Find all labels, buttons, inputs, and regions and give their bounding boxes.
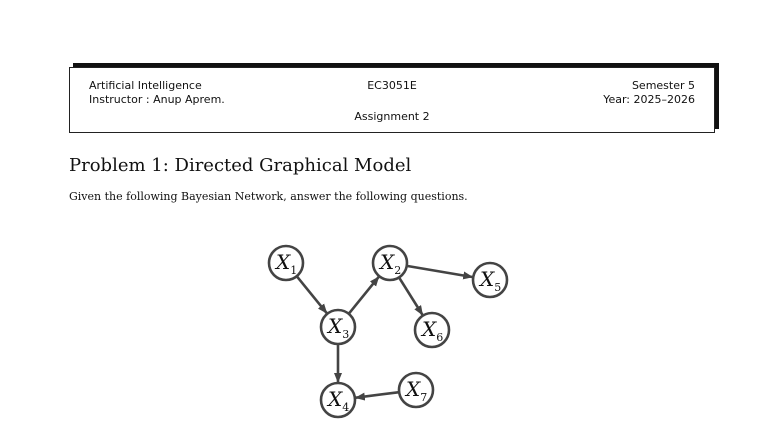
course-title: Artificial Intelligence — [89, 79, 202, 92]
year: Year: 2025–2026 — [603, 93, 695, 106]
node-x4: X4 — [319, 381, 357, 419]
node-x7: X7 — [397, 371, 435, 409]
edge-x2-x5 — [406, 264, 474, 280]
node-label: X2 — [378, 250, 401, 277]
node-label: X5 — [478, 267, 501, 294]
problem-text: Given the following Bayesian Network, an… — [69, 190, 468, 203]
node-x3: X3 — [319, 308, 357, 346]
node-label: X1 — [274, 250, 297, 277]
assignment-title: Assignment 2 — [354, 110, 430, 123]
header-left: Artificial Intelligence Instructor : Anu… — [89, 79, 225, 107]
node-x2: X2 — [371, 244, 409, 282]
edge-x1-x3 — [295, 275, 328, 314]
edges-group — [295, 264, 474, 401]
node-circle — [371, 244, 409, 282]
edge-x2-x6 — [397, 276, 424, 316]
node-x6: X6 — [413, 311, 451, 349]
node-circle — [471, 261, 509, 299]
instructor: Instructor : Anup Aprem. — [89, 93, 225, 106]
node-circle — [319, 381, 357, 419]
node-x5: X5 — [471, 261, 509, 299]
node-label: X7 — [404, 377, 427, 404]
semester: Semester 5 — [631, 79, 695, 92]
node-label: X3 — [326, 314, 349, 341]
node-circle — [413, 311, 451, 349]
node-circle — [319, 308, 357, 346]
node-circle — [397, 371, 435, 409]
node-circle — [267, 244, 305, 282]
problem-title: Problem 1: Directed Graphical Model — [69, 155, 412, 176]
edge-x7-x4 — [354, 390, 400, 401]
node-label: X4 — [326, 387, 349, 414]
node-label: X6 — [420, 317, 443, 344]
course-code: EC3051E — [367, 79, 417, 92]
header-right: Semester 5 Year: 2025–2026 — [603, 79, 695, 107]
edge-x3-x2 — [347, 276, 380, 315]
node-x1: X1 — [267, 244, 305, 282]
header-box: Artificial Intelligence Instructor : Anu… — [69, 67, 715, 133]
